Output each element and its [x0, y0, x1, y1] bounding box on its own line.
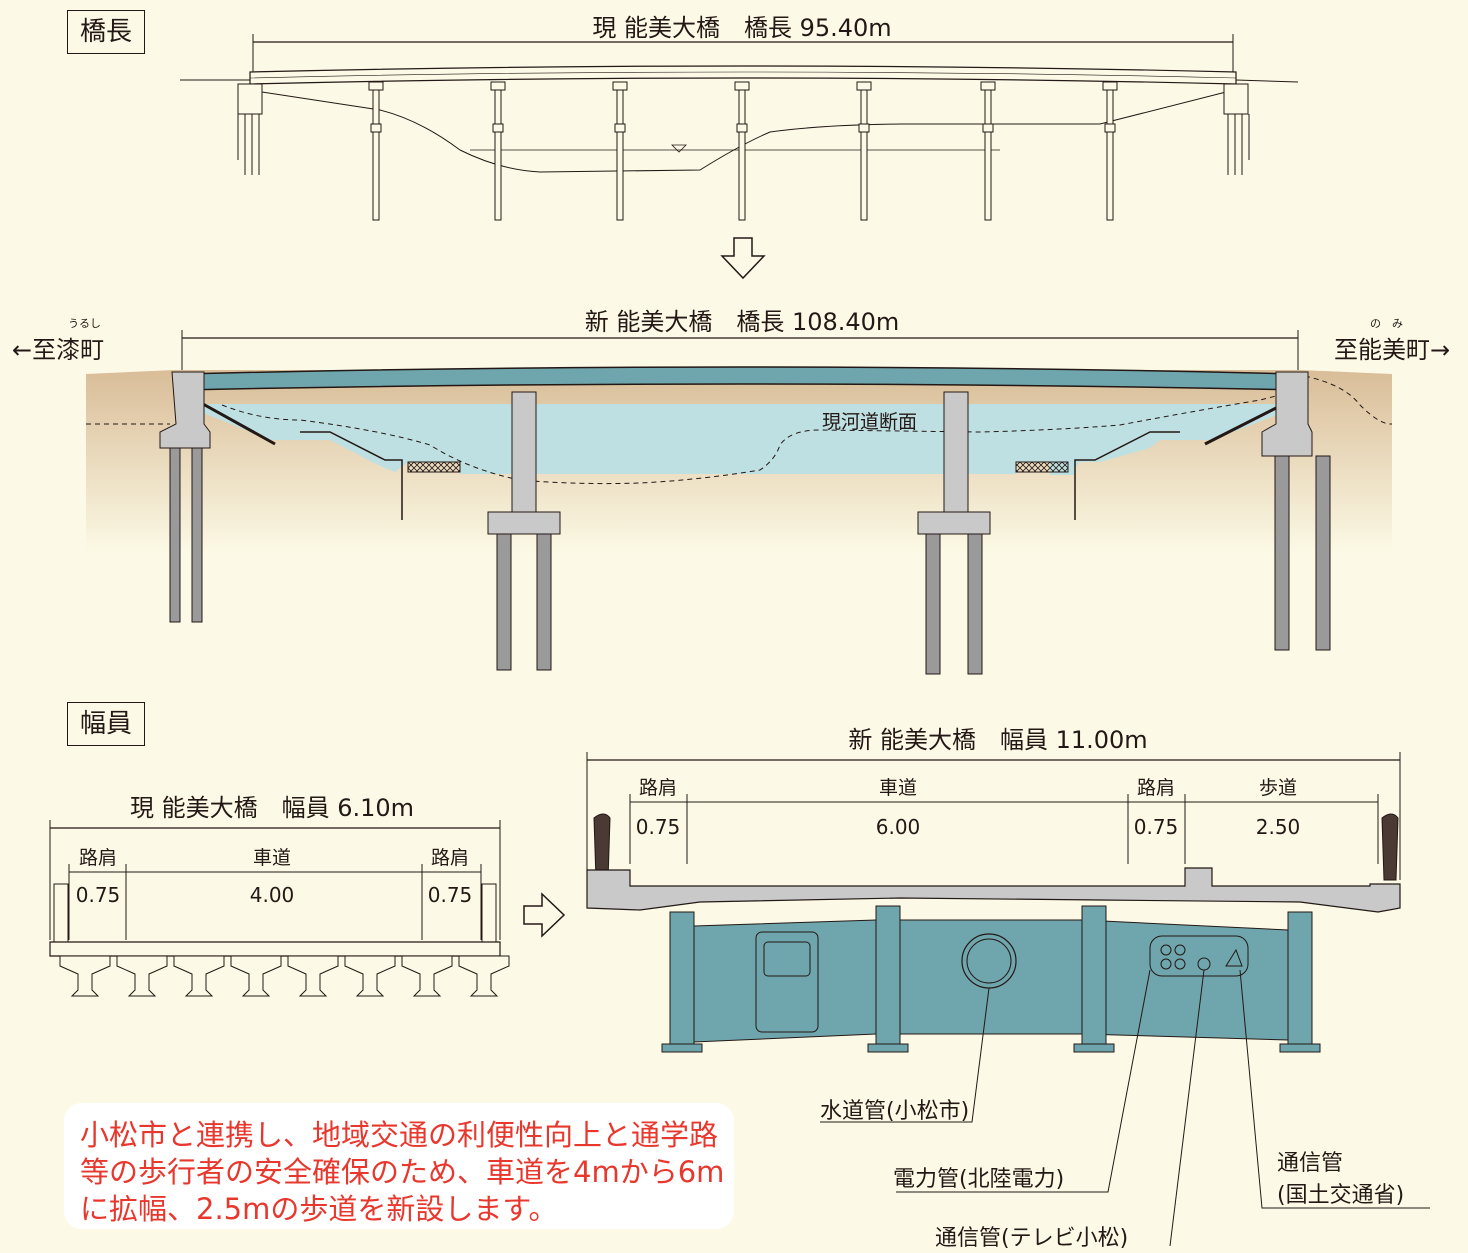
new-width-title: 新 能美大橋 幅員 11.00m: [848, 726, 1147, 754]
current-girder: [401, 955, 453, 997]
current-girder: [116, 955, 168, 997]
current-pier: [984, 89, 992, 221]
current-pier-cap: [368, 81, 384, 91]
new-part-label-1: 路肩: [639, 777, 677, 799]
destination-left-ruby: うるし: [68, 317, 101, 330]
new-pier-right: [943, 391, 969, 513]
current-pier-cap: [1102, 81, 1118, 91]
current-pier: [372, 89, 380, 221]
current-pier: [616, 89, 624, 221]
current-pier: [860, 89, 868, 221]
width-section-label: 幅員: [67, 702, 146, 746]
destination-right-ruby: の み: [1370, 317, 1403, 330]
current-slab: [49, 941, 501, 957]
revetment-left: [407, 461, 461, 473]
new-length-title: 新 能美大橋 橋長 108.40m: [585, 308, 900, 336]
destination-right: 至能美町→: [1334, 336, 1450, 364]
girder-2: [875, 905, 901, 1053]
cable-duct: [1149, 935, 1249, 977]
project-note: 小松市と連携し、地域交通の利便性向上と通学路 等の歩行者の安全確保のため、車道を…: [64, 1103, 734, 1229]
right-arrow-icon: [523, 892, 566, 938]
down-arrow-icon: [720, 237, 766, 280]
label-power-pipe: 電力管(北陸電力): [893, 1167, 1064, 1192]
river-water: [196, 404, 1290, 475]
current-abutment-left: [237, 83, 263, 115]
cur-part-label-2: 車道: [253, 847, 291, 869]
girder-3: [1081, 905, 1107, 1053]
new-deck-slab: [586, 867, 1401, 913]
river-section-label: 現河道断面: [822, 411, 917, 433]
new-part-label-2: 車道: [879, 777, 917, 799]
destination-left: ←至漆町: [12, 336, 104, 364]
current-pier: [494, 89, 502, 221]
new-abutment-right: [1261, 371, 1313, 457]
current-pier-cap: [734, 81, 750, 91]
new-part-value-4: 2.50: [1256, 815, 1301, 839]
inspection-hatch: [755, 931, 819, 1033]
current-pier-cap: [490, 81, 506, 91]
revetment-right: [1015, 461, 1069, 473]
note-line-1: 小松市と連携し、地域交通の利便性向上と通学路: [80, 1118, 719, 1152]
current-riverbed: [261, 91, 1227, 173]
new-piles: [169, 447, 1331, 675]
current-pier-cap: [980, 81, 996, 91]
new-pier-left: [511, 391, 537, 513]
existing-channel-outline: [86, 375, 1393, 485]
new-part-label-3: 路肩: [1137, 777, 1175, 799]
cur-part-value-2: 4.00: [250, 883, 295, 907]
new-part-value-3: 0.75: [1134, 815, 1179, 839]
current-width-title: 現 能美大橋 幅員 6.10m: [130, 794, 414, 822]
current-pier: [738, 89, 746, 221]
girder-4: [1287, 911, 1313, 1053]
label-telecom-mlit-2: (国土交通省): [1277, 1183, 1404, 1208]
current-width-section: 現 能美大橋 幅員 6.10m 路肩 車道 路肩 0.75 4.00 0.75: [49, 794, 510, 997]
current-girder: [230, 955, 282, 997]
current-pier: [1106, 89, 1114, 221]
length-section-label: 橋長: [67, 10, 146, 54]
current-pier-cap: [612, 81, 628, 91]
current-abutment-right: [1223, 83, 1249, 115]
pier-footing-left: [487, 511, 561, 535]
label-telecom-tv: 通信管(テレビ小松): [935, 1226, 1128, 1251]
current-girder: [59, 955, 111, 997]
current-girder: [344, 955, 396, 997]
cur-part-label-1: 路肩: [79, 847, 117, 869]
telecom-pipe-icon: [1225, 948, 1243, 967]
current-girder: [458, 955, 510, 997]
cur-part-label-3: 路肩: [431, 847, 469, 869]
note-line-2: 等の歩行者の安全確保のため、車道を4mから6m: [80, 1155, 725, 1189]
label-water-pipe: 水道管(小松市): [820, 1099, 969, 1124]
pier-footing-right: [917, 511, 991, 535]
girder-1: [669, 911, 695, 1053]
new-abutment-left: [159, 371, 211, 449]
new-width-section: 新 能美大橋 幅員 11.00m 路肩 車道 路肩 歩道 0.75 6.00 0…: [586, 726, 1430, 1251]
label-telecom-mlit-1: 通信管: [1277, 1151, 1343, 1176]
note-line-3: に拡幅、2.5mの歩道を新設します。: [80, 1192, 558, 1226]
current-length-title: 現 能美大橋 橋長 95.40m: [592, 14, 891, 42]
cur-part-value-1: 0.75: [76, 883, 121, 907]
current-bridge-elevation: 現 能美大橋 橋長 95.40m: [180, 14, 1299, 221]
new-part-value-1: 0.75: [636, 815, 681, 839]
current-pier-cap: [856, 81, 872, 91]
new-bridge-elevation: 新 能美大橋 橋長 108.40m ←至漆町 うるし 至能美町→ の み 現河道…: [12, 308, 1450, 675]
new-part-label-4: 歩道: [1259, 777, 1297, 799]
current-girder: [173, 955, 225, 997]
new-part-value-2: 6.00: [876, 815, 921, 839]
cur-part-value-3: 0.75: [428, 883, 473, 907]
railing-right: [1381, 813, 1399, 881]
current-girder: [287, 955, 339, 997]
